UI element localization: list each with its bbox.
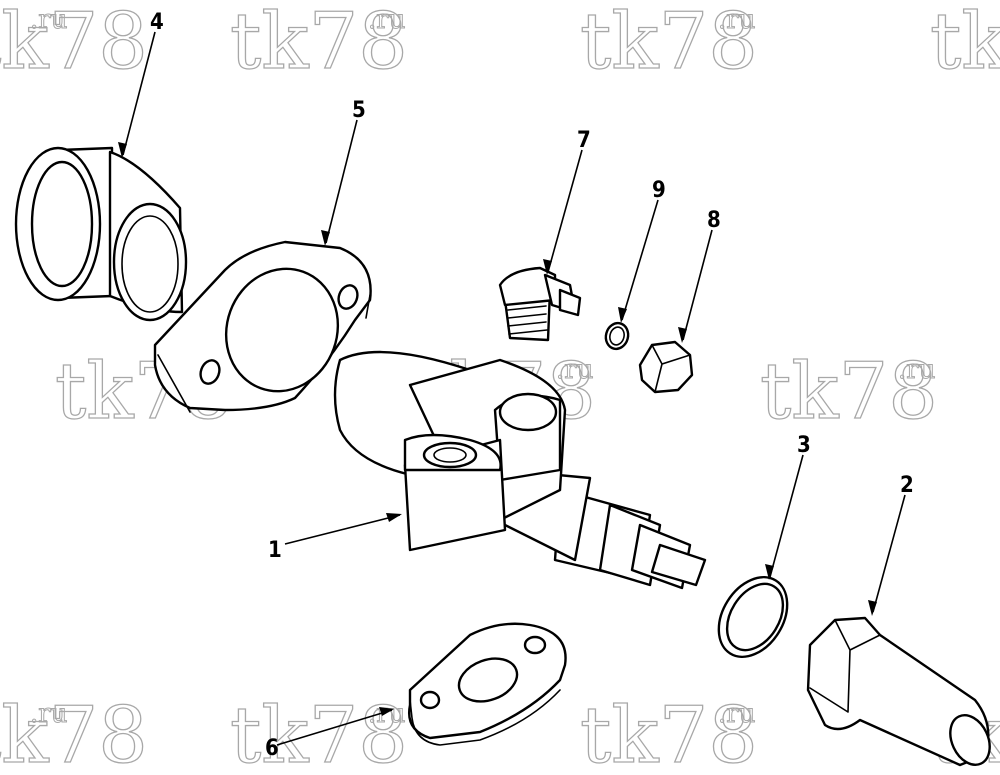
svg-text:tk78: tk78 [580,691,758,775]
callout-label-4: 4 [150,10,164,35]
leader-line-6 [276,709,393,746]
svg-text:.ru: .ru [368,699,405,729]
svg-text:.ru: .ru [556,355,593,385]
valve-body-icon [333,350,707,590]
svg-text:.ru: .ru [718,699,755,729]
hex-plug-icon [638,340,694,394]
svg-text:tk78: tk78 [580,0,758,87]
leader-line-1 [284,514,401,545]
watermark: tk78 .ru [759,346,938,437]
o-ring-icon [717,576,789,658]
callout-numbers: 1 2 3 4 5 6 7 8 9 [150,10,914,761]
svg-text:tk78: tk78 [0,691,148,775]
watermark: tk78 .ru [0,690,149,775]
watermark: tk78 [929,0,1000,88]
small-o-ring-icon [604,321,630,351]
watermark: tk78 .ru [0,0,149,88]
svg-text:.ru: .ru [718,5,755,35]
leader-line-9 [621,199,659,321]
leader-line-5 [325,119,358,244]
leader-line-2 [872,494,906,613]
callout-label-6: 6 [265,736,279,761]
callout-label-9: 9 [652,178,666,203]
hex-cap-icon [806,616,991,767]
svg-text:.ru: .ru [30,699,67,729]
flanged-sleeve-icon [14,146,188,322]
svg-text:.ru: .ru [30,5,67,35]
leader-line-7 [547,149,583,273]
small-gasket-icon [408,622,567,746]
watermark: tk78 .ru [579,0,758,88]
callout-label-3: 3 [797,433,811,458]
leader-line-4 [122,31,156,156]
callout-label-5: 5 [352,98,366,123]
callout-label-1: 1 [268,538,282,563]
leader-lines [118,31,906,746]
elbow-fitting-icon [498,266,582,342]
svg-text:tk78: tk78 [0,0,148,87]
svg-text:.ru: .ru [368,5,405,35]
large-gasket-icon [153,240,372,413]
watermark: tk78 .ru [579,690,758,775]
svg-text:.ru: .ru [898,355,935,385]
svg-text:tk78: tk78 [230,0,408,87]
callout-label-8: 8 [707,208,721,233]
watermark: tk78 .ru [229,0,408,88]
svg-text:tk78: tk78 [760,347,938,437]
callout-label-2: 2 [900,473,914,498]
svg-text:tk78: tk78 [930,0,1000,87]
leader-line-8 [682,229,713,341]
callout-label-7: 7 [577,128,591,153]
leader-line-3 [769,454,804,578]
